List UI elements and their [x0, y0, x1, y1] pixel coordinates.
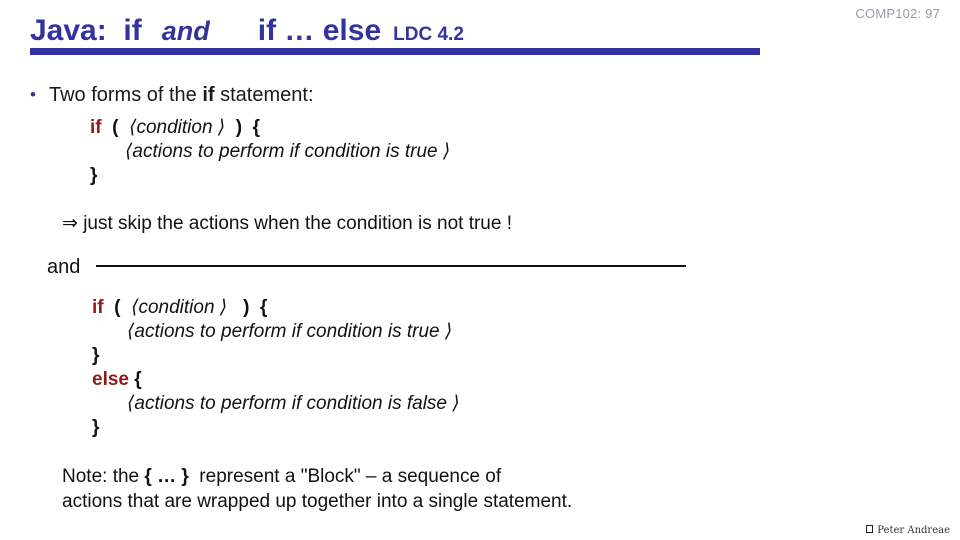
and-label: and	[47, 256, 81, 278]
footer-credit: Peter Andreae	[866, 525, 950, 536]
note-braces: { … }	[144, 466, 189, 487]
if-keyword: if	[92, 297, 104, 318]
condition-placeholder: ⟨condition ⟩	[129, 117, 226, 138]
else-keyword: else	[92, 369, 129, 390]
open-paren: (	[101, 117, 130, 138]
separator-line	[96, 265, 687, 267]
title-if-else: if … else	[257, 14, 382, 47]
author-name: Peter Andreae	[877, 525, 950, 536]
code-block-if-else: if ( ⟨condition ⟩ ) { ⟨actions to perfor…	[92, 296, 460, 440]
condition-placeholder: ⟨condition ⟩	[131, 297, 228, 318]
code-line-else-header: else {	[92, 368, 460, 392]
if-keyword: if	[90, 117, 102, 138]
bullet-if-keyword: if	[202, 84, 215, 106]
and-separator: and	[47, 256, 687, 279]
note-line2: actions that are wrapped up together int…	[62, 491, 573, 512]
bullet-line: • Two forms of the if statement:	[30, 84, 314, 107]
actions-true-placeholder: ⟨actions to perform if condition is true…	[127, 321, 453, 342]
actions-false-placeholder: ⟨actions to perform if condition is fals…	[127, 393, 460, 414]
note-pre: Note: the	[62, 466, 145, 487]
note-line1: Note: the { … } represent a "Block" – a …	[62, 466, 501, 487]
title-java-if: Java: if	[30, 14, 142, 47]
course-code-label: COMP102: 97	[855, 6, 940, 21]
close-brace: }	[92, 417, 100, 438]
title-ldc-ref: LDC 4.2	[393, 24, 464, 45]
copyright-box-icon	[866, 525, 874, 533]
note-post: represent a "Block" – a sequence of	[188, 466, 502, 487]
code-line-if-header: if ( ⟨condition ⟩ ) {	[92, 296, 460, 320]
title-and: and	[161, 16, 210, 46]
page-title: Java: if and if … else LDC 4.2	[30, 14, 464, 48]
code-line-if-header: if ( ⟨condition ⟩ ) {	[90, 116, 450, 140]
code-block-if: if ( ⟨condition ⟩ ) { ⟨actions to perfor…	[90, 116, 450, 188]
implication-note: ⇒ just skip the actions when the conditi…	[62, 213, 512, 234]
open-paren: (	[103, 297, 132, 318]
close-brace: }	[90, 165, 98, 186]
title-underline-bar	[30, 48, 760, 55]
close-brace: }	[92, 345, 100, 366]
open-brace: {	[128, 369, 142, 390]
bullet-text-pre: Two forms of the	[48, 84, 203, 106]
close-paren-open-brace: ) {	[227, 297, 268, 318]
close-paren-open-brace: ) {	[225, 117, 261, 138]
block-note: Note: the { … } represent a "Block" – a …	[62, 464, 572, 514]
bullet-icon: •	[30, 85, 36, 104]
actions-true-placeholder: ⟨actions to perform if condition is true…	[125, 141, 451, 162]
bullet-text-post: statement:	[214, 84, 314, 106]
